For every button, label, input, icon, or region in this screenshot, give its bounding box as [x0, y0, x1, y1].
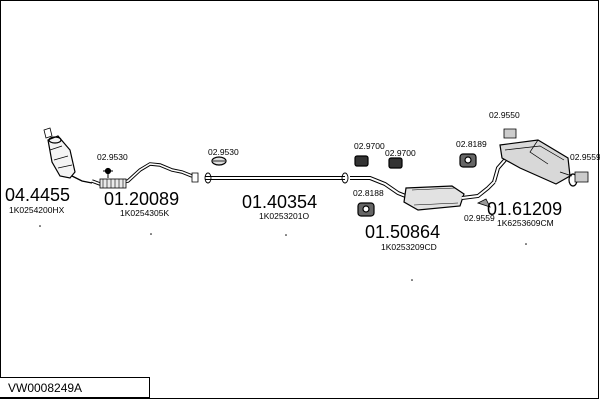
accessory-number-7: 02.9559: [570, 152, 600, 162]
part-number-3: 01.40354: [242, 192, 317, 212]
clamp-icon-1: [103, 167, 113, 178]
reference-dots: [39, 225, 527, 281]
accessory-number-6: 02.9550: [489, 110, 520, 120]
diagram-code-label: VW0008249A: [0, 377, 150, 398]
center-silencer-drawing: [350, 176, 496, 211]
part-ref-5: 1K6253609CM: [497, 218, 554, 228]
part-ref-2: 1K0254305K: [120, 208, 169, 218]
part-number-2: 01.20089: [104, 189, 179, 209]
part-ref-1: 1K0254200HX: [9, 205, 65, 215]
gasket-icon-2: [357, 202, 375, 217]
middle-pipe-drawing: [204, 172, 349, 184]
clamp-icon-2: [211, 156, 227, 166]
catalytic-converter-drawing: [43, 127, 93, 184]
part-number-1: 04.4455: [5, 185, 70, 205]
accessory-number-8: 02.8188: [353, 188, 384, 198]
clamp-icon-4: [574, 171, 589, 183]
part-number-5: 01.61209: [487, 199, 562, 219]
accessory-number-3: 02.9700: [354, 141, 385, 151]
part-number-4: 01.50864: [365, 222, 440, 242]
rubber-hanger-icon-1: [354, 155, 369, 167]
accessory-number-1: 02.9530: [97, 152, 128, 162]
accessory-number-5: 02.8189: [456, 139, 487, 149]
rear-silencer-drawing: [492, 139, 578, 187]
clamp-icon-5: [476, 198, 491, 208]
clamp-icon-3: [503, 128, 517, 139]
part-ref-3: 1K0253201O: [259, 211, 309, 221]
accessory-number-2: 02.9530: [208, 147, 239, 157]
part-ref-4: 1K0253209CD: [381, 242, 437, 252]
gasket-icon-1: [459, 153, 477, 168]
accessory-number-4: 02.9700: [385, 148, 416, 158]
rubber-hanger-icon-2: [388, 157, 403, 169]
accessory-number-9: 02.9559: [464, 213, 495, 223]
front-pipe-drawing: [91, 162, 199, 189]
